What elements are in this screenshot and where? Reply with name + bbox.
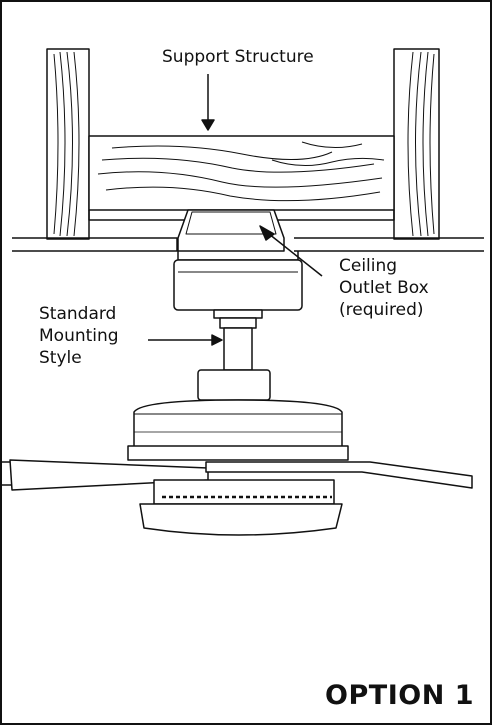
ceiling-outlet-box-label: Ceiling Outlet Box (required) xyxy=(339,256,429,320)
standard-mounting-style-label: Standard Mounting Style xyxy=(39,304,119,368)
left-joist xyxy=(46,48,90,240)
downrod xyxy=(219,317,257,371)
motor-housing xyxy=(127,369,349,461)
ceiling-outlet-box xyxy=(177,209,285,252)
outlet-box-leader xyxy=(259,225,323,277)
right-joist xyxy=(393,48,440,240)
support-brace xyxy=(88,135,395,221)
support-structure-label: Support Structure xyxy=(162,47,314,67)
ceiling xyxy=(12,237,484,252)
fan-canopy xyxy=(173,251,303,319)
mounting-style-arrow xyxy=(148,334,223,346)
support-arrow xyxy=(201,74,215,131)
light-kit xyxy=(139,479,343,536)
option-title: OPTION 1 xyxy=(325,680,474,711)
